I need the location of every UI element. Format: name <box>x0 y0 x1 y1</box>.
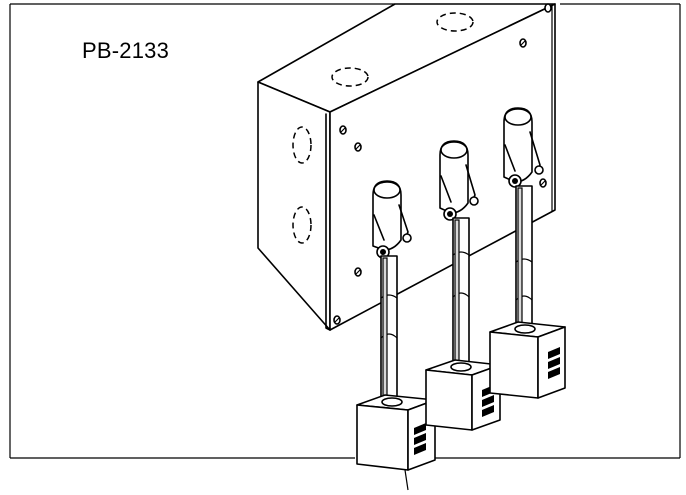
cable-assembly-3 <box>489 107 566 399</box>
plate-screw <box>333 3 552 325</box>
knockout-side-2 <box>292 206 312 244</box>
knockout-top-2 <box>436 12 474 32</box>
knockout-side-1 <box>292 126 312 164</box>
box-side-face <box>257 81 331 331</box>
knockout-top-1 <box>331 67 369 87</box>
pendant-button <box>548 347 560 379</box>
part-number-label: PB-2133 <box>82 38 170 63</box>
frame-border <box>9 3 681 459</box>
cable-assembly-1 <box>356 180 436 491</box>
pendant-button <box>414 423 426 455</box>
